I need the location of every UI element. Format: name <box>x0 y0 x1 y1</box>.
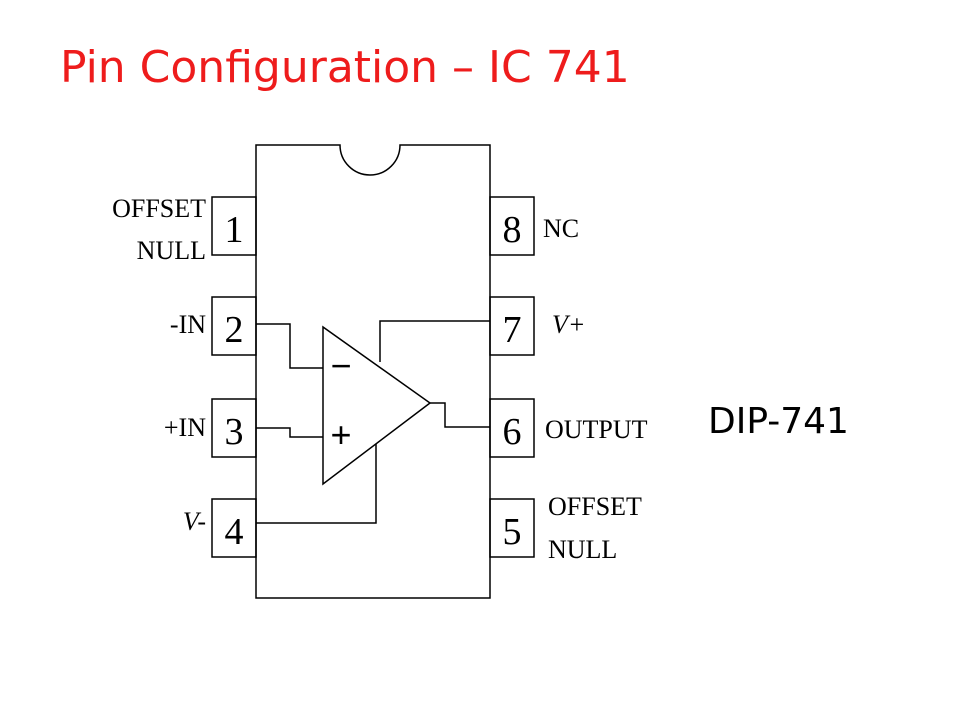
pin-8-box <box>489 196 535 256</box>
wire-pin7-to-positive-supply <box>379 320 490 362</box>
opamp-triangle <box>322 325 432 486</box>
pin-1-number: 1 <box>225 209 244 251</box>
opamp-plus-symbol: + <box>330 414 351 455</box>
pin-6-label: OUTPUT <box>545 415 648 444</box>
pin-6-number: 6 <box>503 411 522 453</box>
pin-1-label-line-2: NULL <box>137 236 206 265</box>
pin-3-label: +IN <box>164 413 206 442</box>
pin-4-number: 4 <box>225 511 244 553</box>
pin-5-label-line-2: NULL <box>548 535 617 564</box>
pin-2-box <box>211 296 257 356</box>
wire-pin2-to-inverting-input <box>256 323 323 369</box>
pin-4-label: V- <box>183 507 206 536</box>
pin-5-number: 5 <box>503 511 522 553</box>
pin-7-number: 7 <box>503 309 522 351</box>
pin-1-box <box>211 196 257 256</box>
pin-5-box <box>489 498 535 558</box>
pin-4-box <box>211 498 257 558</box>
ic-body-outline <box>255 144 491 599</box>
pin-7-box <box>489 296 535 356</box>
pin-6-box <box>489 398 535 458</box>
pin-5-label-line-1: OFFSET <box>548 492 642 521</box>
pin-3-number: 3 <box>225 411 244 453</box>
wire-pin4-to-negative-supply <box>256 444 377 524</box>
package-caption: DIP-741 <box>708 401 849 442</box>
wire-output-to-pin6 <box>430 402 490 428</box>
pin-7-label: V+ <box>552 310 585 339</box>
pin-8-number: 8 <box>503 209 522 251</box>
pin-2-number: 2 <box>225 309 244 351</box>
pin-8-label: NC <box>543 214 579 243</box>
page-title: Pin Configuration – IC 741 <box>60 42 630 93</box>
opamp-minus-symbol: − <box>330 345 351 386</box>
wire-pin3-to-noninverting-input <box>256 427 323 438</box>
pin-2-label: -IN <box>170 310 206 339</box>
pin-1-label-line-1: OFFSET <box>112 194 206 223</box>
